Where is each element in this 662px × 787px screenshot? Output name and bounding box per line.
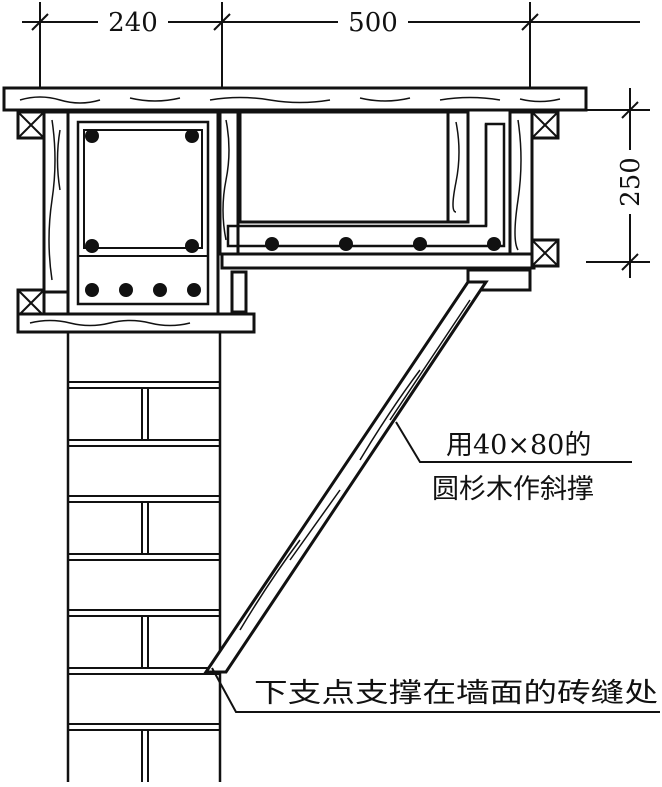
column-support-block: [230, 270, 248, 314]
column-section: [66, 110, 220, 316]
dim-label-240: 240: [108, 8, 158, 38]
brace-top-block: [230, 268, 532, 314]
beam-rebars: [265, 237, 501, 251]
brick-wall: [66, 330, 222, 782]
right-dim-gap: [616, 150, 644, 214]
beam-bottom-board: [220, 252, 536, 270]
column-bottom-plank: [16, 312, 256, 334]
column-stirrup: [76, 120, 210, 306]
top-plank-grain: [19, 96, 561, 104]
beam-right-side-board: [508, 110, 534, 264]
beam-inner-box: [238, 110, 468, 224]
dim-label-250: 250: [616, 157, 646, 207]
brace-note-line2: 圆杉木作斜撑: [432, 474, 594, 505]
dim-label-500: 500: [348, 8, 398, 38]
top-dim-tick-right: [521, 13, 539, 31]
cantilever-beam: [220, 110, 560, 270]
column-outline: [66, 110, 220, 316]
diagonal-brace: [203, 280, 489, 674]
leaders: [211, 421, 660, 713]
top-dim-gap-left: [98, 8, 168, 36]
wall-joints: [68, 381, 220, 782]
top-plank: [2, 86, 588, 112]
top-dim-gap-right: [338, 8, 408, 36]
column-bottom-board: [16, 312, 256, 334]
brace-leader: [395, 421, 632, 463]
right-dim-tick-top: [621, 101, 639, 119]
top-plank-board: [2, 86, 588, 112]
top-dim-tick-left: [31, 13, 49, 31]
support-note: 下支点支撑在墙面的砖缝处: [254, 678, 658, 709]
brace-grain: [239, 299, 471, 631]
support-leader: [211, 667, 660, 713]
brace-note-line1: 用40×80的: [446, 430, 591, 461]
right-dim-tick-bottom: [621, 253, 639, 271]
column-inner-stirrup: [83, 129, 203, 249]
left-side-form: [16, 110, 70, 318]
left-side-board: [42, 110, 70, 294]
top-dim-tick-mid: [213, 13, 231, 31]
column-rebars: [85, 129, 201, 297]
